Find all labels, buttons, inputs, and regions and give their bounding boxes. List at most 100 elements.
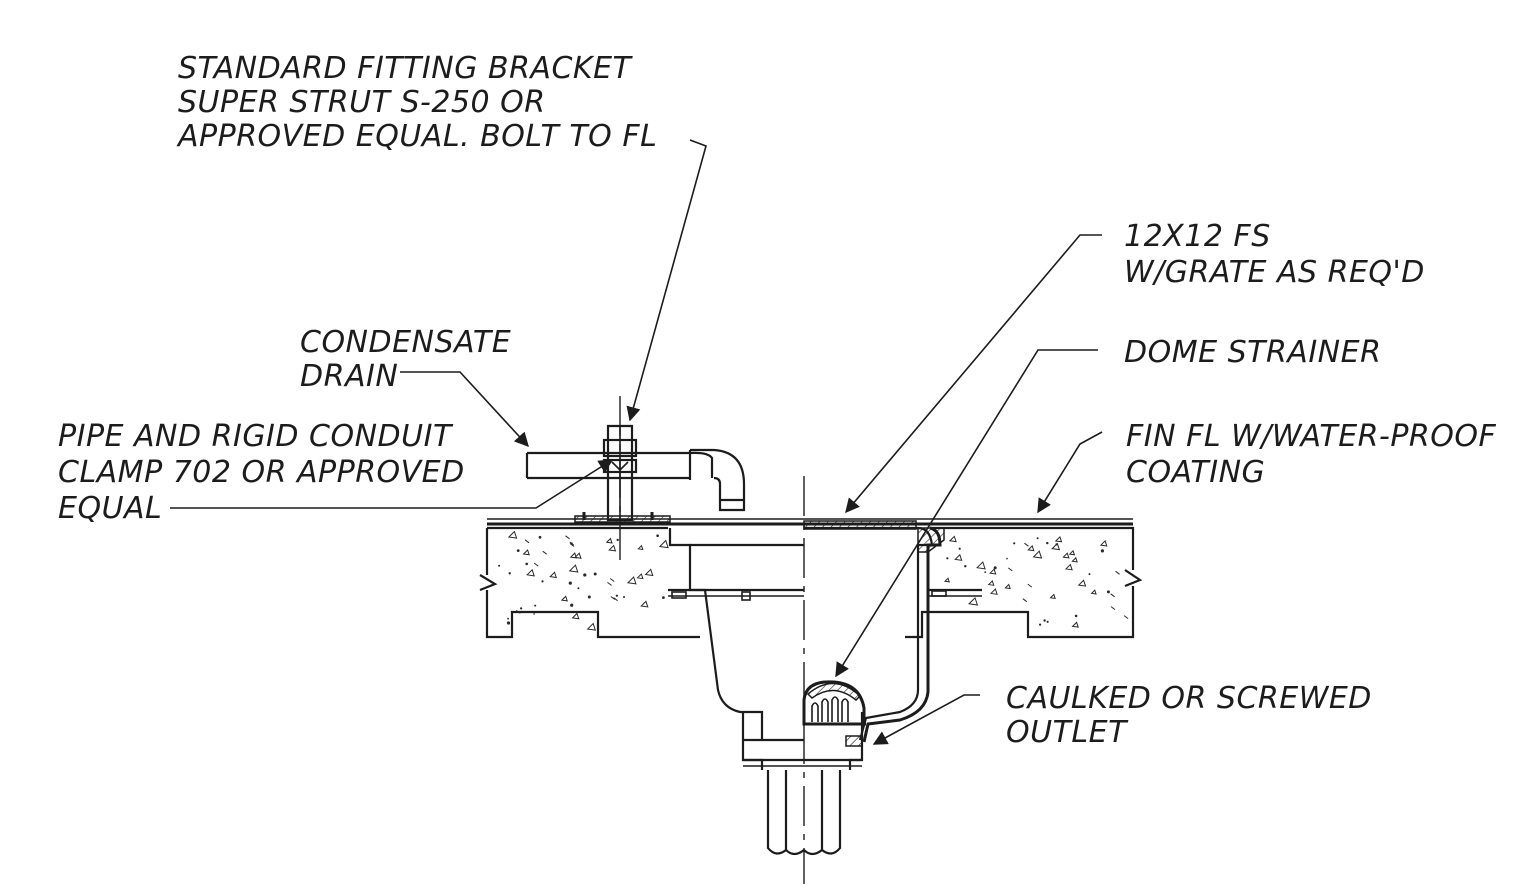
aggregate-speck (571, 612, 580, 620)
aggregate-speck (987, 580, 995, 586)
concrete-slab (479, 518, 1143, 639)
aggregate-speck (549, 571, 558, 579)
aggregate-speck (508, 572, 511, 575)
label-bracket-line1: STANDARD FITTING BRACKET (178, 51, 634, 86)
label-bracket-line3: APPROVED EQUAL. BOLT TO FL (176, 119, 657, 154)
aggregate-speck (1062, 552, 1070, 559)
aggregate-speck (1006, 557, 1008, 560)
aggregate-speck (1064, 563, 1073, 571)
aggregate-speck (1071, 556, 1078, 563)
aggregate-speck (506, 621, 511, 625)
aggregate-speck (954, 553, 963, 561)
label-dome-strainer: DOME STRAINER (1124, 335, 1381, 370)
aggregate-speck (565, 535, 570, 540)
label-floor-sink-line1: 12X12 FS (1124, 219, 1271, 254)
aggregate-speck (569, 541, 575, 546)
label-floor-sink-line2: W/GRATE AS REQ'D (1124, 255, 1425, 290)
aggregate-speck (1049, 593, 1056, 600)
label-fin-floor-line2: COATING (1126, 455, 1265, 490)
aggregate-speck (1013, 542, 1016, 545)
aggregate-speck (573, 552, 582, 559)
aggregate-speck (533, 613, 535, 615)
aggregate-speck (1074, 614, 1078, 618)
aggregate-speck (1043, 619, 1046, 622)
aggregate-speck (593, 572, 597, 576)
aggregate-speck (498, 564, 501, 567)
label-fin-floor: FIN FL W/WATER-PROOF COATING (1126, 419, 1496, 490)
aggregate-speck (1110, 593, 1115, 598)
aggregate-speck (583, 573, 587, 577)
aggregate-speck (1027, 583, 1033, 588)
aggregate-speck (637, 544, 644, 551)
aggregate-speck (946, 557, 949, 560)
concrete-aggregate (498, 530, 1129, 631)
aggregate-speck (607, 582, 612, 586)
aggregate-speck (526, 568, 535, 577)
aggregate-speck (1051, 542, 1061, 551)
aggregate-speck (1088, 573, 1091, 576)
aggregate-speck (542, 550, 548, 555)
aggregate-speck (534, 604, 537, 607)
aggregate-speck (520, 607, 523, 610)
aggregate-speck (541, 580, 544, 583)
aggregate-speck (1071, 621, 1079, 628)
aggregate-speck (560, 595, 568, 602)
aggregate-speck (1027, 545, 1035, 552)
aggregate-speck (984, 571, 987, 573)
aggregate-speck (993, 567, 996, 570)
aggregate-speck (525, 562, 528, 566)
aggregate-speck (1054, 535, 1063, 543)
aggregate-speck (507, 530, 518, 539)
aggregate-speck (507, 617, 509, 620)
aggregate-speck (586, 622, 597, 631)
aggregate-speck (616, 538, 619, 542)
aggregate-speck (1115, 570, 1120, 575)
leader-lines (170, 139, 1103, 745)
aggregate-speck (587, 595, 591, 599)
aggregate-speck (609, 578, 615, 582)
aggregate-speck (623, 596, 625, 598)
aggregate-speck (605, 537, 613, 544)
aggregate-speck (958, 547, 961, 550)
label-condensate-line1: CONDENSATE (300, 325, 511, 360)
aggregate-speck (636, 573, 644, 580)
aggregate-speck (1046, 620, 1049, 623)
aggregate-speck (1090, 589, 1097, 595)
aggregate-speck (943, 577, 950, 583)
label-bracket: STANDARD FITTING BRACKET SUPER STRUT S-2… (176, 51, 657, 154)
aggregate-speck (948, 535, 957, 543)
aggregate-speck (1046, 541, 1049, 545)
aggregate-speck (570, 603, 574, 607)
aggregate-speck (522, 549, 530, 556)
aggregate-speck (662, 596, 665, 599)
aggregate-speck (1032, 550, 1043, 559)
aggregate-speck (964, 565, 967, 568)
label-clamp-line2: CLAMP 702 OR APPROVED (58, 455, 465, 490)
aggregate-speck (1099, 539, 1108, 547)
aggregate-speck (658, 539, 669, 549)
label-condensate: CONDENSATE DRAIN (300, 325, 511, 394)
aggregate-speck (1039, 623, 1042, 626)
aggregate-speck (1007, 567, 1013, 572)
aggregate-speck (1024, 542, 1029, 547)
aggregate-speck (516, 549, 520, 552)
aggregate-speck (656, 534, 659, 537)
label-clamp-line1: PIPE AND RIGID CONDUIT (58, 419, 454, 454)
floor-sink (668, 520, 982, 856)
label-dome-strainer-line1: DOME STRAINER (1124, 335, 1381, 370)
aggregate-speck (524, 539, 530, 544)
condensate-drain-assembly (525, 424, 746, 523)
aggregate-speck (1110, 606, 1116, 610)
aggregate-speck (976, 561, 986, 570)
label-clamp-line3: EQUAL (58, 491, 162, 526)
label-outlet-line2: OUTLET (1006, 715, 1129, 750)
aggregate-speck (577, 587, 580, 590)
aggregate-speck (1106, 590, 1110, 594)
aggregate-speck (989, 568, 997, 575)
aggregate-speck (1022, 598, 1028, 603)
aggregate-speck (568, 581, 572, 585)
aggregate-speck (538, 535, 542, 539)
aggregate-speck (569, 543, 575, 547)
aggregate-speck (626, 576, 637, 585)
